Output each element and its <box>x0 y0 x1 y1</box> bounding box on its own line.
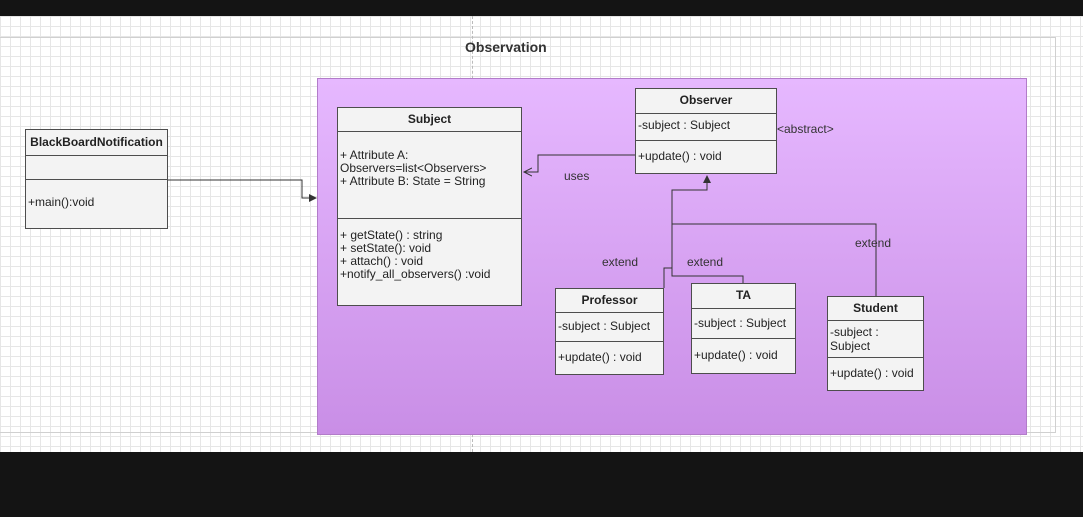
class-subject[interactable]: Subject + Attribute A: Observers=list<Ob… <box>337 107 522 306</box>
attribute: Observers=list<Observers> <box>340 161 487 175</box>
method: +notify_all_observers() :void <box>340 267 491 281</box>
page-boundary-top <box>0 37 1056 38</box>
attributes-section: -subject : Subject <box>556 313 663 342</box>
methods-section: +main():void <box>26 180 167 228</box>
class-name: Observer <box>636 89 776 114</box>
attribute: -subject : <box>830 325 879 339</box>
methods-section: +update() : void <box>636 141 776 173</box>
attribute: -subject : Subject <box>694 316 787 330</box>
extend-label-professor: extend <box>602 255 639 269</box>
method: +update() : void <box>638 149 722 163</box>
abstract-stereotype: <abstract> <box>777 122 834 136</box>
method: +update() : void <box>694 348 778 362</box>
attributes-section: -subject : Subject <box>636 114 776 141</box>
extend-label-ta: extend <box>687 255 724 269</box>
attribute: + Attribute B: State = String <box>340 174 486 188</box>
method: +main():void <box>28 195 95 209</box>
method: +update() : void <box>558 350 642 364</box>
diagram-title[interactable]: Observation <box>465 39 547 55</box>
class-name: Student <box>828 297 923 321</box>
attribute: Subject <box>830 339 871 353</box>
methods-section: + getState() : string + setState(): void… <box>338 219 521 305</box>
class-name: Professor <box>556 289 663 313</box>
attribute: -subject : Subject <box>558 319 651 333</box>
method: +update() : void <box>830 366 914 380</box>
extend-label-student: extend <box>855 236 892 250</box>
methods-section: +update() : void <box>692 339 795 373</box>
class-ta[interactable]: TA -subject : Subject +update() : void <box>691 283 796 374</box>
page-boundary-right <box>1055 37 1056 433</box>
attributes-section: -subject : Subject <box>692 309 795 339</box>
attributes-section <box>26 156 167 180</box>
class-name: BlackBoardNotification <box>26 130 167 156</box>
method: + setState(): void <box>340 241 432 255</box>
attribute: -subject : Subject <box>638 118 731 132</box>
class-observer[interactable]: Observer -subject : Subject +update() : … <box>635 88 777 174</box>
class-name: TA <box>692 284 795 309</box>
method: + attach() : void <box>340 254 424 268</box>
methods-section: +update() : void <box>556 342 663 374</box>
method: + getState() : string <box>340 228 443 242</box>
methods-section: +update() : void <box>828 358 923 390</box>
attributes-section: -subject : Subject <box>828 321 923 358</box>
class-student[interactable]: Student -subject : Subject +update() : v… <box>827 296 924 391</box>
class-professor[interactable]: Professor -subject : Subject +update() :… <box>555 288 664 375</box>
class-blackboard-notification[interactable]: BlackBoardNotification +main():void <box>25 129 168 229</box>
class-name: Subject <box>338 108 521 132</box>
attribute: + Attribute A: <box>340 148 409 162</box>
attributes-section: + Attribute A: Observers=list<Observers>… <box>338 132 521 219</box>
uses-label: uses <box>564 169 590 183</box>
